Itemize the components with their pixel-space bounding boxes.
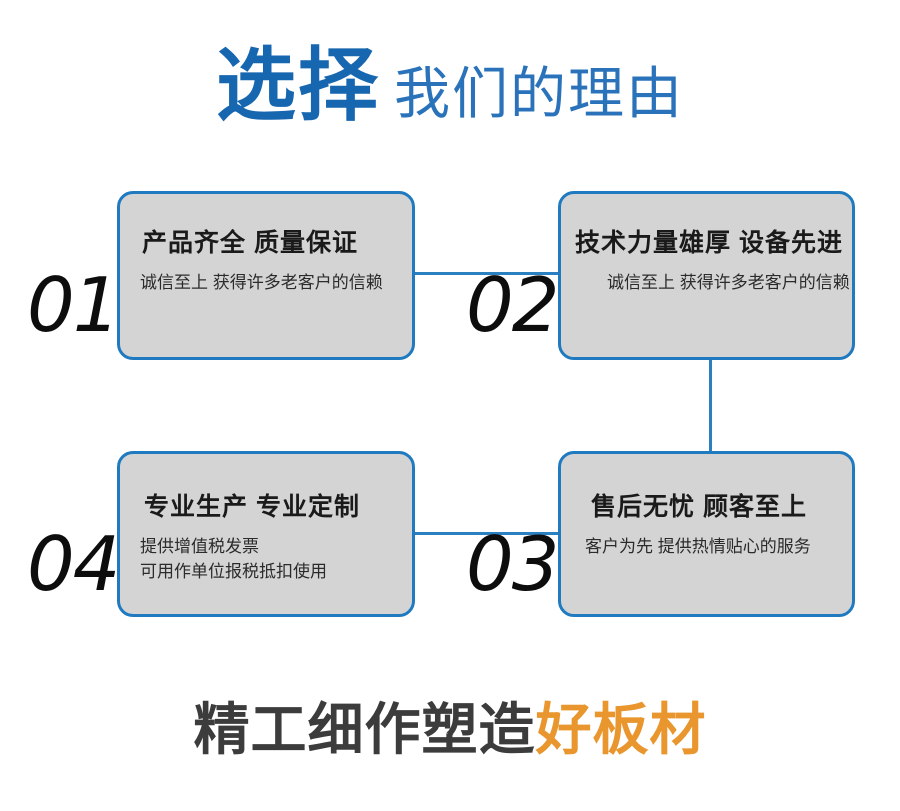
feature-card-04[interactable]: 专业生产 专业定制 提供增值税发票可用作单位报税抵扣使用	[117, 451, 415, 617]
feature-card-04-title: 专业生产 专业定制	[144, 493, 360, 521]
feature-card-01[interactable]: 产品齐全 质量保证 诚信至上 获得许多老客户的信赖	[117, 191, 415, 360]
feature-card-04-body: 提供增值税发票可用作单位报税抵扣使用	[140, 537, 327, 581]
page-title-light: 我们的理由	[394, 62, 684, 125]
feature-card-02-number: 02	[466, 261, 559, 349]
connector-04-to-03	[415, 532, 560, 535]
feature-card-03-body: 客户为先 提供热情贴心的服务	[585, 537, 811, 556]
footer-slogan-dark: 精工细作塑造	[193, 698, 536, 761]
page-title-strong: 选择	[216, 41, 380, 130]
page-title: 选择我们的理由	[0, 46, 900, 126]
feature-card-04-number: 04	[27, 520, 120, 608]
connector-02-to-03	[709, 360, 712, 453]
feature-card-01-body: 诚信至上 获得许多老客户的信赖	[140, 273, 383, 292]
feature-card-03[interactable]: 售后无忧 顾客至上 客户为先 提供热情贴心的服务	[558, 451, 855, 617]
feature-card-03-title: 售后无忧 顾客至上	[591, 493, 807, 521]
feature-card-03-number: 03	[466, 520, 559, 608]
footer-slogan: 精工细作塑造好板材	[0, 702, 900, 758]
feature-card-02-title: 技术力量雄厚 设备先进	[575, 229, 843, 257]
feature-card-02[interactable]: 技术力量雄厚 设备先进 诚信至上 获得许多老客户的信赖	[558, 191, 855, 360]
feature-card-01-title: 产品齐全 质量保证	[142, 229, 358, 257]
feature-card-01-number: 01	[27, 261, 120, 349]
connector-01-to-02	[415, 272, 560, 275]
feature-card-02-body: 诚信至上 获得许多老客户的信赖	[607, 273, 850, 292]
footer-slogan-accent: 好板材	[535, 698, 707, 761]
